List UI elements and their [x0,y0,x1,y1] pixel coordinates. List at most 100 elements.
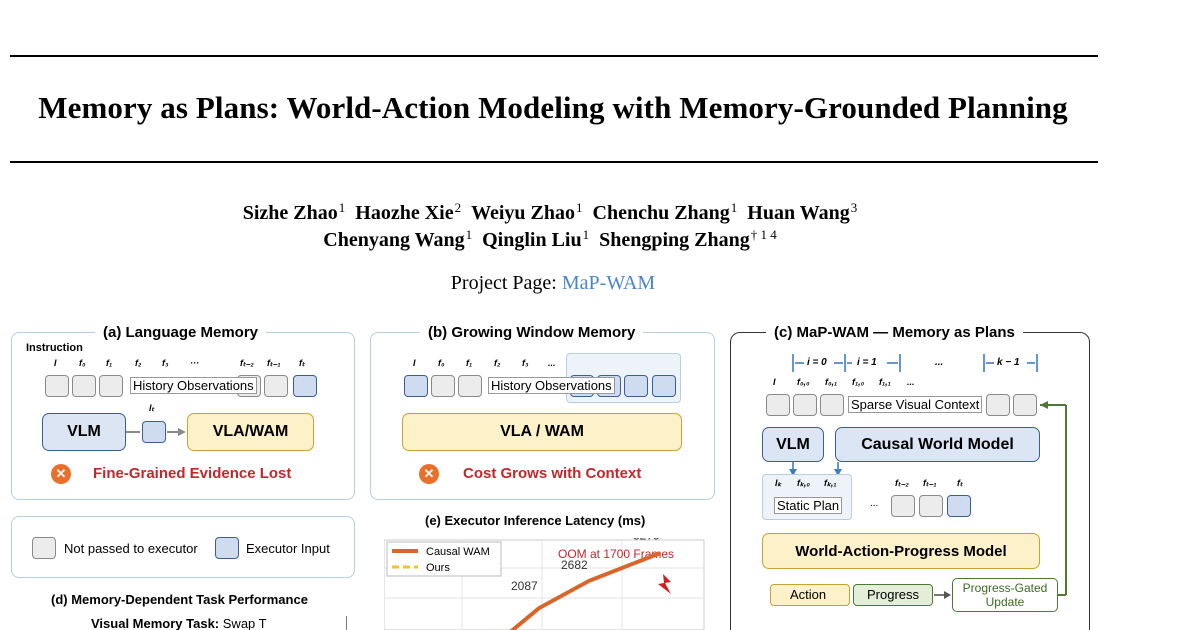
author-affiliation: † 1 4 [750,227,777,242]
b-frame-label: f₂ [494,358,501,368]
interval-0: i = 0 [807,357,827,368]
b-frame-label: ... [548,358,556,368]
cur-label-0: fₜ₋₂ [895,478,909,488]
chart-legend-box [386,541,502,577]
a-frame-label: f₀ [79,358,86,368]
a-frame-label: fₜ₋₁ [267,358,281,368]
panel-d-task: Visual Memory Task: Swap T [91,616,267,630]
author-affiliation: 1 [576,200,583,215]
author-text: Sizhe Zhao [242,202,338,224]
history-square [458,375,482,397]
author-name: Weiyu Zhao1 [471,200,583,224]
legend-not-passed: Not passed to executor [64,541,198,556]
history-square [99,375,123,397]
context-square [1013,394,1037,416]
author-affiliation: 1 [338,200,346,215]
context-square [986,394,1010,416]
author-name: Shengping Zhang† 1 4 [599,227,777,251]
progress-label: Progress [867,587,920,602]
action-label: Action [790,587,827,602]
author-name: Sizhe Zhao1 [242,200,346,224]
project-page: Project Page: MaP-WAM [0,272,1106,295]
warning-a: Fine-Grained Evidence Lost [93,465,292,482]
history-observations-label: History Observations [130,377,257,394]
legend-executor-input: Executor Input [246,541,330,556]
panel-b-title: (b) Growing Window Memory [420,324,644,341]
author-name: Huan Wang3 [747,200,857,224]
data-label: 2682 [561,558,588,572]
c-frame-label: I [773,377,776,387]
interval-arrows [789,354,1067,599]
author-text: Huan Wang [747,202,850,224]
current-frame-square [293,375,317,397]
interval-1: i = 1 [857,357,877,368]
history-observations-label: History Observations [488,377,615,394]
author-name: Chenyang Wang1 [323,227,473,251]
project-label: Project Page: [450,272,557,294]
instruction-square [404,375,428,397]
c-frame-label: f₁,₁ [879,377,891,387]
current-square [919,495,943,517]
a-frame-label: ··· [190,358,199,368]
a-frame-label: f₁ [106,358,113,368]
vlm-box-c: VLM [762,427,824,462]
legend-panel [11,516,355,578]
b-frame-label: I [413,358,416,368]
a-frame-label: fₜ₋₂ [240,358,254,368]
author-name: Haozhe Xie2 [355,200,461,224]
context-square [793,394,817,416]
plan-label-1: fₖ,₀ [797,478,810,488]
interval-k: k − 1 [997,357,1020,368]
author-text: Qinglin Liu [482,229,582,251]
b-frame-label: f₀ [438,358,445,368]
current-frame-square [947,495,971,517]
c-frame-label: ... [907,377,915,387]
sparse-visual-context-label: Sparse Visual Context [848,396,983,413]
it-square [142,421,166,443]
author-text: Shengping Zhang [599,229,750,251]
panel-a-title: (a) Language Memory [95,324,267,341]
a-frame-label: f₂ [135,358,142,368]
oom-lightning-icon [658,574,671,594]
x-circle-icon: ✕ [51,464,71,484]
chart-axis [346,616,348,630]
data-label: 1274 [474,628,501,630]
panel-d-title: (d) Memory-Dependent Task Performance [51,592,308,607]
instruction-square [45,375,69,397]
author-text: Chenchu Zhang [592,202,730,224]
static-plan-label: Static Plan [774,497,843,514]
executor-box-b: VLA / WAM [402,413,682,451]
context-square [766,394,790,416]
task-name: Swap T [222,616,267,630]
a-frame-label: f₃ [162,358,169,368]
author-affiliation: 1 [465,227,473,242]
causal-world-model-box: Causal World Model [835,427,1040,462]
author-text: Weiyu Zhao [471,202,575,224]
vlm-box: VLM [42,413,126,451]
world-action-progress-box: World-Action-Progress Model [762,533,1040,569]
legend-causal-label: Causal WAM [426,546,490,558]
x-circle-icon: ✕ [419,464,439,484]
task-label: Visual Memory Task: [91,616,220,630]
executor-box-a: VLA/WAM [187,413,314,451]
paper-title: Memory as Plans: World-Action Modeling w… [38,90,1068,125]
history-square [431,375,455,397]
plan-label-2: fₖ,₁ [824,478,837,488]
legend-ours-label: Ours [426,562,450,574]
context-square [820,394,844,416]
author-name: Chenchu Zhang1 [592,200,738,224]
warning-b: Cost Grows with Context [463,465,642,482]
data-label: 2087 [511,579,538,593]
author-name: Qinglin Liu1 [482,227,589,251]
author-text: Chenyang Wang [323,229,465,251]
bottom-rule [10,161,1098,163]
instruction-label: Instruction [26,342,83,354]
legend-gray-square [32,537,56,559]
progress-token-strip [853,584,933,606]
project-link[interactable]: MaP-WAM [561,272,656,294]
top-rule [10,55,1098,57]
panel-e-title: (e) Executor Inference Latency (ms) [425,513,646,528]
action-token-strip [770,584,850,606]
